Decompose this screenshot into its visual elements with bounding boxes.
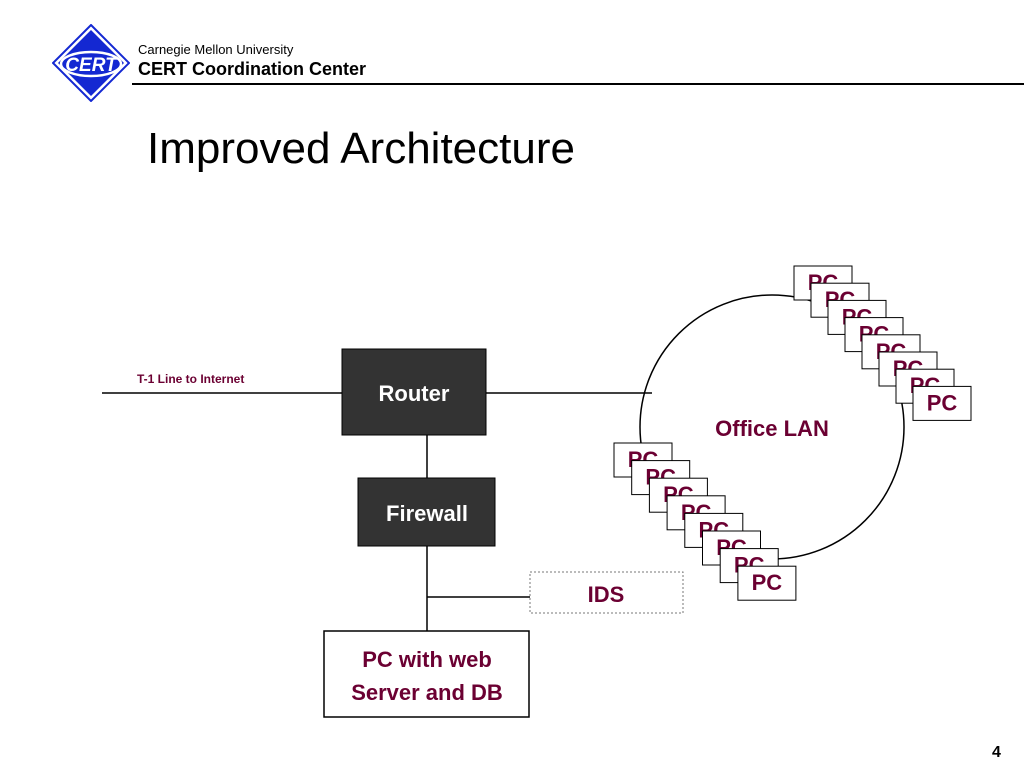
page-number: 4 [992, 744, 1001, 761]
pc-label: PC [927, 390, 958, 415]
center-name: CERT Coordination Center [138, 59, 366, 79]
pc-label: PC [752, 570, 783, 595]
server-box [323, 630, 530, 718]
server-label-line1: PC with web [362, 647, 492, 672]
slide-title: Improved Architecture [147, 124, 575, 173]
router-label: Router [379, 381, 450, 406]
office-lan-label: Office LAN [715, 416, 829, 441]
firewall-box [357, 477, 496, 547]
header-rule [132, 83, 1024, 85]
cert-logo: CERT [52, 24, 130, 102]
server-label-line2: Server and DB [351, 680, 503, 705]
logo-text: CERT [65, 55, 118, 76]
pc-box [737, 565, 797, 601]
firewall-label: Firewall [386, 501, 468, 526]
ids-label: IDS [588, 582, 625, 607]
t1-label: T-1 Line to Internet [137, 372, 244, 386]
router-box [341, 348, 487, 436]
ids-box [529, 571, 684, 614]
pc-box [912, 385, 972, 421]
org-name: Carnegie Mellon University [138, 42, 294, 57]
